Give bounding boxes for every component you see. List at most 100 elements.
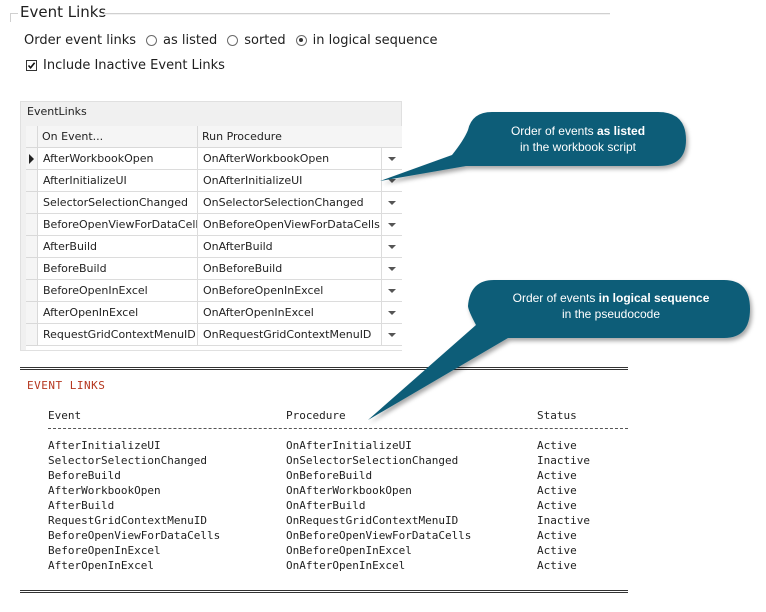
pseudocode-event: BeforeOpenInExcel (48, 544, 161, 557)
pseudocode-event: AfterWorkbookOpen (48, 484, 161, 497)
callout-listed-bold: as listed (597, 124, 646, 138)
callout-listed-pre: Order of events (510, 124, 597, 138)
procedure-cell[interactable]: OnAfterInitializeUI (198, 170, 382, 192)
pseudocode-procedure: OnRequestGridContextMenuID (286, 514, 459, 527)
row-header[interactable] (26, 192, 38, 214)
row-header[interactable] (26, 324, 38, 346)
pseudocode-status: Active (537, 484, 577, 497)
event-cell[interactable]: SelectorSelectionChanged (38, 192, 198, 214)
pseudocode-procedure: OnSelectorSelectionChanged (286, 454, 459, 467)
procedure-cell[interactable]: OnRequestGridContextMenuID (198, 324, 382, 346)
pseudocode-separator (48, 428, 628, 429)
pseudocode-event: RequestGridContextMenuID (48, 514, 207, 527)
current-row-icon (29, 154, 34, 164)
check-icon[interactable] (26, 60, 37, 71)
pseudocode-event: BeforeBuild (48, 469, 121, 482)
row-header[interactable] (26, 236, 38, 258)
pseudocode-event: AfterInitializeUI (48, 439, 161, 452)
pseudocode-procedure: OnAfterOpenInExcel (286, 559, 406, 572)
column-header-procedure[interactable]: Run Procedure (198, 126, 402, 148)
order-options: Order event links as listed sorted in lo… (24, 31, 448, 49)
radio-as-listed-indicator[interactable] (146, 34, 157, 46)
radio-logical-sequence[interactable]: in logical sequence (295, 32, 438, 48)
event-cell[interactable]: RequestGridContextMenuID (38, 324, 198, 346)
chevron-down-icon[interactable] (382, 214, 402, 236)
pseudocode-header-status: Status (537, 409, 577, 422)
pseudocode-status: Active (537, 529, 577, 542)
callout-logical: Order of events in logical sequence in t… (480, 290, 742, 322)
pseudocode-event: BeforeOpenViewForDataCells (48, 529, 221, 542)
pseudocode-header-procedure: Procedure (286, 409, 346, 422)
column-header-event[interactable]: On Event... (38, 126, 198, 148)
chevron-down-icon[interactable] (382, 148, 402, 170)
chevron-down-icon[interactable] (382, 192, 402, 214)
callout-logical-bold: in logical sequence (598, 291, 710, 305)
row-header[interactable] (26, 214, 38, 236)
row-header[interactable] (26, 302, 38, 324)
pseudocode-status: Active (537, 469, 577, 482)
event-cell[interactable]: BeforeOpenInExcel (38, 280, 198, 302)
procedure-cell[interactable]: OnBeforeOpenViewForDataCells (198, 214, 382, 236)
pseudocode-event: AfterBuild (48, 499, 115, 512)
radio-logical-sequence-label: in logical sequence (312, 32, 438, 48)
row-header[interactable] (26, 148, 38, 170)
double-rule-top (20, 367, 628, 370)
callout-listed-line2: in the workbook script (519, 140, 637, 154)
event-cell[interactable]: BeforeOpenViewForDataCells (38, 214, 198, 236)
grid-corner (26, 126, 38, 148)
callout-listed-shape (380, 112, 686, 181)
row-header[interactable] (26, 280, 38, 302)
chevron-down-icon[interactable] (382, 170, 402, 192)
pseudocode-procedure: OnAfterBuild (286, 499, 366, 512)
pseudocode-header-event: Event (48, 409, 82, 422)
chevron-down-icon[interactable] (382, 258, 402, 280)
event-cell[interactable]: BeforeBuild (38, 258, 198, 280)
pseudocode-procedure: OnAfterInitializeUI (286, 439, 412, 452)
pseudocode-status: Active (537, 544, 577, 557)
radio-as-listed-label: as listed (163, 32, 218, 48)
event-cell[interactable]: AfterBuild (38, 236, 198, 258)
include-inactive-checkbox[interactable]: Include Inactive Event Links (26, 58, 225, 73)
event-links-grid: EventLinks On Event... Run Procedure Aft… (20, 101, 402, 351)
chevron-down-icon[interactable] (382, 302, 402, 324)
radio-sorted[interactable]: sorted (227, 32, 286, 48)
procedure-cell[interactable]: OnBeforeBuild (198, 258, 382, 280)
event-cell[interactable]: AfterInitializeUI (38, 170, 198, 192)
callout-logical-pre: Order of events (512, 291, 599, 305)
callout-listed: Order of events as listed in the workboo… (478, 123, 678, 155)
radio-sorted-indicator[interactable] (227, 34, 239, 46)
procedure-cell[interactable]: OnSelectorSelectionChanged (198, 192, 382, 214)
procedure-cell[interactable]: OnAfterBuild (198, 236, 382, 258)
group-divider (104, 13, 610, 15)
row-header[interactable] (26, 170, 38, 192)
grid-title: EventLinks (27, 105, 87, 118)
procedure-cell[interactable]: OnAfterWorkbookOpen (198, 148, 382, 170)
chevron-down-icon[interactable] (382, 280, 402, 302)
chevron-down-icon[interactable] (382, 324, 402, 346)
radio-sorted-label: sorted (244, 32, 286, 48)
radio-logical-sequence-indicator[interactable] (295, 34, 307, 46)
pseudocode-event: AfterOpenInExcel (48, 559, 154, 572)
event-cell[interactable]: AfterWorkbookOpen (38, 148, 198, 170)
pseudocode-procedure: OnBeforeOpenViewForDataCells (286, 529, 472, 542)
include-inactive-label: Include Inactive Event Links (43, 58, 225, 73)
row-header[interactable] (26, 258, 38, 280)
pseudocode-procedure: OnAfterWorkbookOpen (286, 484, 412, 497)
chevron-down-icon[interactable] (382, 236, 402, 258)
pseudocode-event: SelectorSelectionChanged (48, 454, 207, 467)
event-cell[interactable]: AfterOpenInExcel (38, 302, 198, 324)
grid-body: On Event... Run Procedure AfterWorkbookO… (26, 126, 402, 350)
radio-as-listed[interactable]: as listed (146, 33, 217, 48)
procedure-cell[interactable]: OnBeforeOpenInExcel (198, 280, 382, 302)
procedure-cell[interactable]: OnAfterOpenInExcel (198, 302, 382, 324)
